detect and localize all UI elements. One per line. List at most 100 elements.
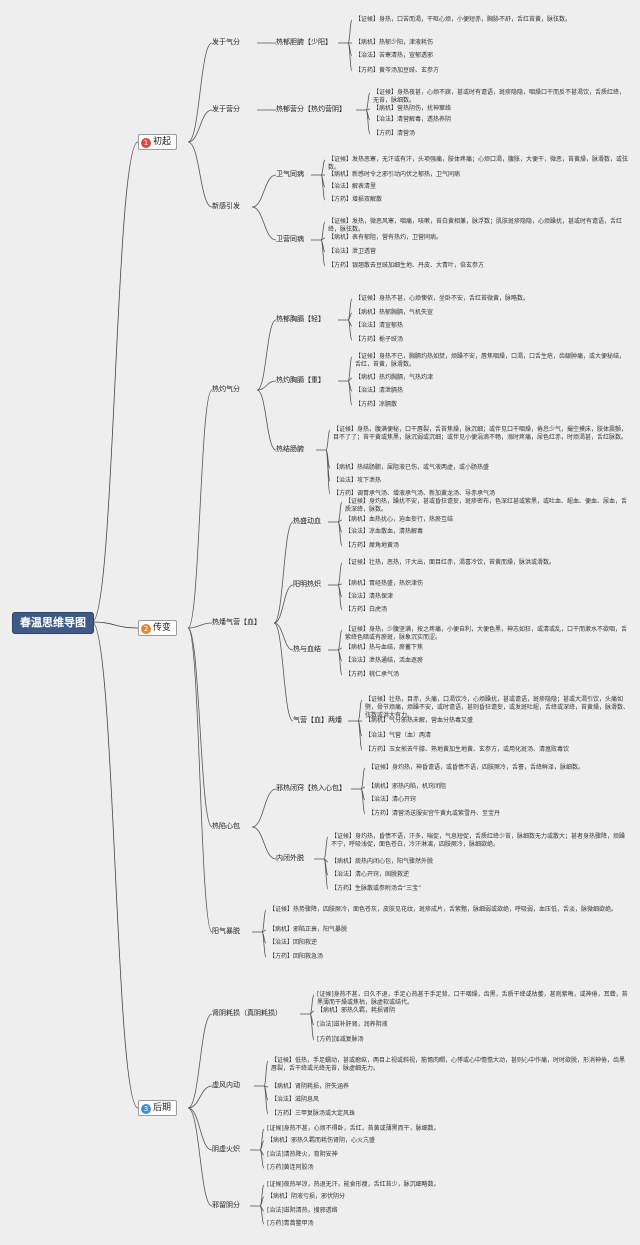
- leaf-text: 【证候】低热，手足蠕动，甚或瘛疭，两目上视或斜视，筋惕肉瞤，心悸或心中憺憺大动，…: [271, 1057, 626, 1072]
- leaf-text: 【治法】凉血散血，清热解毒: [345, 528, 424, 535]
- branch-node: 肾阴耗损（真阴耗损）: [212, 1009, 282, 1017]
- leaf-text: 【方药】生脉散或参附汤合“三宝”: [331, 885, 422, 892]
- leaf-text: [方药]黄连阿胶汤: [267, 1164, 314, 1171]
- leaf-text: 【病机】邪热久羁而耗伤肾阴，心火亢盛: [267, 1137, 376, 1144]
- sub-branch-node: 热郁营分【热灼营阴】: [276, 105, 346, 113]
- sub-branch-node: 邪热闭窍【热入心包】: [276, 784, 346, 792]
- leaf-text: 【治法】泄卫透营: [328, 248, 377, 255]
- leaf-text: 【证候】热势骤降，四肢厥冷，面色苍灰，皮肤见花纹，斑疹成片，舌紫黯，脉细弱或欲绝…: [269, 906, 618, 913]
- leaf-text: 【方药】玉女煎去牛膝、熟地黄加生地黄、玄参方，或用化斑汤、清瘟败毒饮: [365, 746, 570, 753]
- branch-node: 阳气暴脱: [212, 927, 240, 935]
- leaf-text: 【方药】白虎汤: [345, 606, 388, 613]
- stage-number-badge: 3: [141, 1104, 151, 1114]
- leaf-text: 【方药】凉膈散: [355, 401, 398, 408]
- branch-node: 邪留阴分: [212, 1201, 240, 1209]
- leaf-text: [治法]滋补肝肾，润养阴液: [317, 1021, 388, 1028]
- leaf-text: 【方药】三甲复脉汤或大定风珠: [271, 1110, 356, 1117]
- leaf-text: [证候]身热不甚，日久不退，手足心热甚于手足背，口干咽燥，齿黑，舌质干绛或枯萎，…: [317, 991, 628, 1006]
- leaf-text: 【病机】邪陷正衰，阳气暴脱: [269, 926, 348, 933]
- leaf-text: 【病机】新感时令之邪引动内伏之郁热，卫气同病: [328, 171, 461, 178]
- leaf-text: 【治法】回阳救逆: [269, 939, 318, 946]
- leaf-text: [证候]身热不甚，心烦不得卧，舌红，苔黄或薄黑而干，脉细数。: [267, 1125, 440, 1132]
- leaf-text: 【证候】发热，微恶风寒，咽痛，咳嗽，苔白黄相兼，脉浮数；肌肤斑疹隐隐，心烦躁扰，…: [328, 218, 623, 233]
- leaf-text: 【证候】壮热，恶热，汗大出，面目红赤，渴喜冷饮，苔黄而燥，脉洪或滑数。: [345, 559, 556, 566]
- leaf-text: 【证候】身热，腹满便秘，口干唇裂，舌苔焦燥，脉沉细；或伴见口干咽燥，倦怠少气，撮…: [333, 426, 628, 441]
- leaf-text: 【病机】热郁少阳，津液耗伤: [355, 39, 434, 46]
- leaf-text: 【病机】痰热内闭心包，阳气骤然外脱: [331, 858, 434, 865]
- leaf-text: 【治法】清营解毒，透热养阴: [373, 116, 452, 123]
- leaf-text: 【病机】营热阴伤，扰神窜络: [373, 105, 452, 112]
- leaf-text: 【证候】身灼热，躁扰不安，甚或昏狂谵妄，斑疹密布，色深红甚或紫黑，或吐血、衄血、…: [345, 498, 628, 513]
- leaf-text: 【证候】身热夜甚，心烦不寐，甚或时有谵语，斑疹隐隐，咽燥口干而反不甚渴饮，舌质红…: [373, 89, 626, 104]
- leaf-text: 【治法】气营（血）两清: [365, 732, 432, 739]
- branch-node: 虚风内动: [212, 1081, 240, 1089]
- leaf-text: 【证候】身热，少腹坚满，按之疼痛，小便自利，大便色黑，神志如狂，或清或乱，口干而…: [345, 626, 628, 641]
- leaf-text: 【治法】泄热通结，活血逐瘀: [345, 657, 424, 664]
- leaf-text: [治法]滋阴清热，搜邪透络: [267, 1207, 338, 1214]
- branch-node: 热陷心包: [212, 822, 240, 830]
- leaf-text: 【治法】苦寒清热，宣郁透邪: [355, 52, 434, 59]
- sub-branch-node: 热与血结: [293, 645, 321, 653]
- leaf-text: 【证候】壮热，目赤，头痛，口渴饮冷，心烦躁扰，甚或谵语，斑疹隐隐；甚或大渴引饮，…: [365, 696, 630, 719]
- sub-branch-node: 热盛动血: [293, 517, 321, 525]
- branch-node: 发于营分: [212, 105, 240, 113]
- leaf-text: 【方药】桃仁承气汤: [345, 671, 400, 678]
- leaf-text: 【治法】清泄膈热: [355, 387, 404, 394]
- leaf-text: [方药]青蒿鳖甲汤: [267, 1220, 314, 1227]
- leaf-text: [方药]加减复脉汤: [317, 1036, 364, 1043]
- leaf-text: 【证候】身灼热，昏愦不语，汗多，喘促，气息短促，舌质红绛少苔，脉细数无力或散大；…: [331, 833, 626, 848]
- leaf-text: [证候]夜热早凉，热退无汗，能食形瘦，舌红苔少，脉沉细略数。: [267, 1181, 440, 1188]
- leaf-text: 【证候】身热不甚，心烦懊侬，坐卧不安，舌红苔微黄，脉略数。: [355, 295, 530, 302]
- leaf-text: 【方药】清营汤送服安宫牛黄丸或紫雪丹、至宝丹: [368, 810, 501, 817]
- branch-node: 热燔气营【血】: [212, 618, 261, 626]
- sub-branch-node: 热结肠腑: [276, 445, 304, 453]
- sub-branch-node: 热郁胸膈【轻】: [276, 315, 325, 323]
- branch-node: 新感引发: [212, 202, 240, 210]
- leaf-text: 【治法】清宣郁热: [355, 322, 404, 329]
- stage-label: 初起: [153, 137, 172, 147]
- stage-number-badge: 2: [141, 624, 151, 634]
- leaf-text: 【病机】血热扰心，迫血妄行，热瘀互结: [345, 516, 454, 523]
- branch-node: 热灼气分: [212, 385, 240, 393]
- stage-number-badge: 1: [141, 138, 151, 148]
- leaf-text: 【治法】解表清里: [328, 183, 377, 190]
- leaf-text: 【方药】回阳救急汤: [269, 953, 324, 960]
- leaf-text: 【治法】滋阴息风: [271, 1096, 320, 1103]
- leaf-text: 【病机】阴液亏损，邪伏阴分: [267, 1193, 346, 1200]
- leaf-text: 【方药】犀角地黄汤: [345, 542, 400, 549]
- sub-branch-node: 气营【血】两燔: [293, 716, 342, 724]
- branch-node: 发于气分: [212, 38, 240, 46]
- leaf-text: 【方药】栀子豉汤: [355, 336, 404, 343]
- leaf-text: 【证候】身灼热，神昏谵语，或昏愦不语，四肢厥冷，舌謇，舌绛鲜泽，脉细数。: [368, 764, 585, 771]
- leaf-text: 【病机】肾阴耗损，肝失涵养: [271, 1083, 350, 1090]
- leaf-text: 【病机】气分邪热未解，营血分热毒又盛: [365, 717, 474, 724]
- leaf-text: 【病机】胃经热盛，热炽津伤: [345, 580, 424, 587]
- leaf-text: 【病机】邪热久羁，耗损肾阴: [317, 1007, 396, 1014]
- leaf-text: 【治法】清热保津: [345, 593, 394, 600]
- leaf-text: 【治法】清心开窍: [368, 796, 417, 803]
- stage-label: 后期: [153, 1103, 172, 1113]
- leaf-text: 【病机】热结肠腑，屎阻液已伤，或气液两虚，或小肠热盛: [333, 464, 490, 471]
- leaf-text: 【方药】增损双解散: [328, 196, 383, 203]
- leaf-text: 【证候】身热，口苦而渴，干呕心烦，小便短赤，胸胁不舒，舌红苔黄，脉弦数。: [355, 16, 572, 23]
- sub-branch-node: 热灼胸膈【重】: [276, 376, 325, 384]
- leaf-text: 【方药】银翘散去豆豉加细生地、丹皮、大青叶，倍玄参方: [328, 262, 485, 269]
- leaf-text: [治法]清热降火，育阴安神: [267, 1151, 338, 1158]
- root-node[interactable]: 春温思维导图: [12, 612, 94, 634]
- leaf-text: 【方药】调胃承气汤、增液承气汤、新加黄龙汤、导赤承气汤: [333, 490, 496, 497]
- leaf-text: 【方药】清营汤: [373, 130, 416, 137]
- sub-branch-node: 阳明热炽: [293, 580, 321, 588]
- leaf-text: 【病机】邪热内陷，机窍闭阻: [368, 783, 447, 790]
- sub-branch-node: 热郁胆腑【少阳】: [276, 38, 332, 46]
- sub-branch-node: 卫气同病: [276, 170, 304, 178]
- leaf-text: 【证候】发热恶寒，无汗或有汗，头项强痛，肢体疼痛；心烦口渴，腹胀，大便干，微恶，…: [328, 156, 629, 171]
- leaf-text: 【治法】清心开窍，固脱救逆: [331, 871, 410, 878]
- sub-branch-node: 内闭外脱: [276, 854, 304, 862]
- sub-branch-node: 卫营同病: [276, 235, 304, 243]
- stage-label: 传变: [153, 623, 172, 633]
